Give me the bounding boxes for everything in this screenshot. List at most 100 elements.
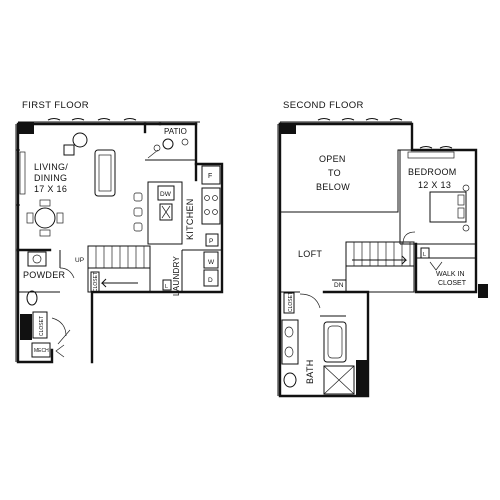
dining-chair	[39, 229, 51, 237]
bath-sink	[284, 326, 294, 338]
bathtub	[323, 321, 347, 363]
bath-vanity	[281, 319, 299, 365]
patio-chair	[181, 138, 189, 146]
powder-label: POWDER	[23, 270, 66, 280]
mech-label: MECH	[34, 348, 49, 354]
wall-block	[20, 314, 32, 340]
patio-door-swing	[147, 149, 159, 159]
first-floor-stairs: UP CLOSET	[75, 245, 151, 293]
kitchen-sink	[159, 203, 173, 221]
first-floor-plan: FIRST FLOOR LIVING/ DINING 17 X 16	[15, 100, 224, 364]
pantry-label: P	[209, 238, 213, 245]
second-floor-plan: SECOND FLOOR OPEN TO BELOW BEDROOM 12 X …	[277, 100, 488, 398]
laundry: LAUNDRY W D L	[162, 249, 222, 296]
walk-in-closet: WALK IN CLOSET L	[416, 247, 476, 287]
loft-label: LOFT	[298, 249, 322, 259]
stair-closet-label: CLOSET	[93, 272, 99, 292]
living-dining-room: LIVING/ DINING 17 X 16	[19, 132, 116, 237]
second-floor-title: SECOND FLOOR	[283, 100, 364, 111]
second-floor-walls	[277, 121, 478, 398]
bedroom-label: BEDROOM	[408, 167, 457, 177]
walk-in-label: WALK IN	[436, 271, 465, 278]
loft: LOFT DN	[298, 241, 415, 293]
wall-block	[356, 360, 368, 396]
bar-stool	[133, 222, 143, 232]
bar-stool	[133, 192, 143, 202]
open-to-below-area: OPEN TO BELOW	[280, 149, 412, 213]
dining-chair	[26, 212, 34, 224]
powder-door	[59, 267, 75, 279]
armchair	[72, 132, 88, 148]
column-block	[280, 124, 296, 134]
dining-chair	[56, 212, 64, 224]
side-table	[63, 144, 75, 156]
to-label: TO	[328, 168, 341, 178]
stair-arrow	[352, 255, 408, 265]
column-block	[18, 122, 34, 134]
first-closet-label: CLOSET	[39, 316, 45, 336]
walk-in-closet-label: CLOSET	[438, 280, 467, 287]
second-closet-label: CLOSET	[288, 292, 294, 312]
dining-table	[34, 207, 56, 229]
powder-sink	[27, 251, 47, 267]
washer	[203, 251, 219, 269]
sofa	[94, 149, 116, 197]
living-size-label: 17 X 16	[34, 184, 67, 194]
pantry	[205, 233, 219, 247]
dishwasher-label: DW	[160, 191, 172, 198]
first-floor-walls	[15, 121, 224, 364]
cooktop	[201, 187, 221, 225]
pillow	[457, 194, 465, 206]
bath-toilet	[283, 372, 297, 388]
living-label: LIVING/	[34, 162, 68, 172]
stair-up-label: UP	[75, 257, 84, 264]
open-label: OPEN	[319, 154, 346, 164]
kitchen-island	[147, 181, 183, 245]
washer-label: W	[208, 259, 215, 266]
linen-label: L	[423, 252, 426, 258]
stair-down-label: DN	[334, 282, 344, 289]
bedroom-size-label: 12 X 13	[418, 180, 451, 190]
refrigerator	[201, 165, 221, 185]
entry-door	[51, 317, 67, 358]
closet-mech: CLOSET MECH	[31, 311, 71, 358]
patio-label: PATIO	[164, 127, 187, 136]
below-label: BELOW	[316, 182, 350, 192]
dresser	[407, 151, 455, 159]
laundry-label: LAUNDRY	[172, 255, 181, 296]
kitchen-label: KITCHEN	[185, 198, 195, 240]
dryer	[203, 269, 219, 287]
stair-arrow	[100, 278, 138, 288]
kitchen: DW KITCHEN F P	[133, 165, 221, 247]
second-floor-windows	[317, 118, 453, 149]
dryer-label: D	[208, 277, 213, 284]
pillow	[457, 207, 465, 219]
dining-label: DINING	[34, 173, 67, 183]
bed	[429, 191, 467, 223]
wall-block	[478, 284, 488, 298]
bath-label: BATH	[305, 359, 315, 384]
refrigerator-label: F	[208, 173, 212, 180]
fireplace-shelf	[19, 151, 26, 195]
bath-sink	[284, 346, 294, 358]
bar-stool	[133, 207, 143, 217]
linen-closet	[162, 279, 172, 291]
first-floor-windows	[16, 118, 137, 206]
bedroom: BEDROOM 12 X 13	[399, 150, 476, 245]
linen-label: L	[165, 284, 168, 290]
sofa-cushion	[98, 154, 112, 192]
first-floor-title: FIRST FLOOR	[22, 100, 89, 111]
bath: CLOSET BATH	[280, 291, 355, 395]
dishwasher	[157, 185, 175, 201]
powder-room: POWDER	[18, 250, 75, 306]
patio-table	[162, 138, 174, 150]
patio: PATIO	[145, 127, 196, 161]
bath-door	[299, 293, 321, 309]
patio-chair	[153, 144, 161, 152]
dining-chair	[39, 199, 51, 207]
nightstand	[462, 224, 470, 232]
powder-toilet	[26, 290, 38, 306]
shower	[323, 365, 355, 395]
nightstand	[462, 184, 470, 192]
